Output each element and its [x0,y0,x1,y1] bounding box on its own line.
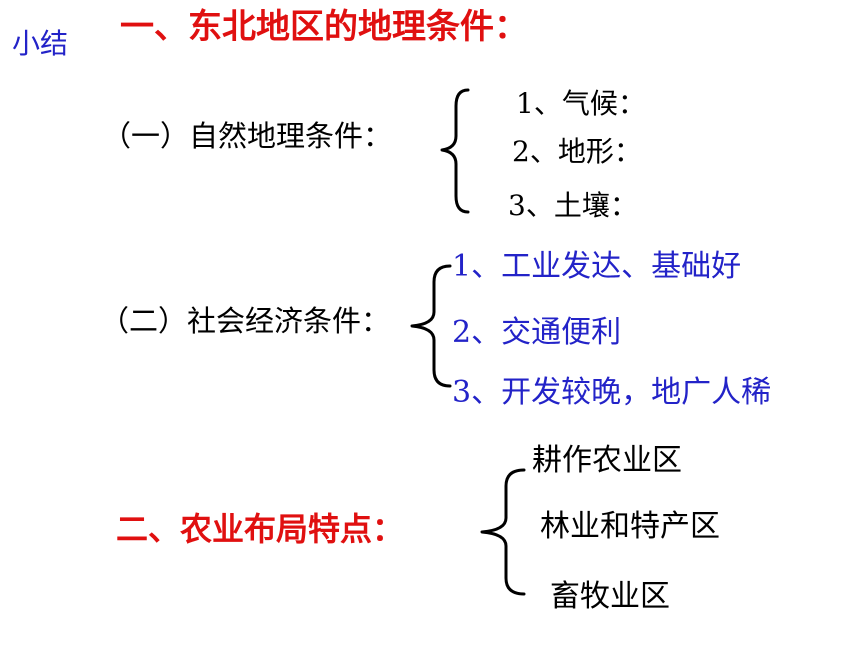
agri-item-forestry: 林业和特产区 [540,509,720,544]
summary-label: 小结 [12,27,69,60]
natural-item-climate: 1、气候： [516,87,646,120]
agri-brace [480,468,526,596]
natural-brace [440,88,470,214]
agri-item-livestock: 畜牧业区 [550,579,670,614]
natural-item-terrain: 2、地形： [512,135,642,168]
section2-title: 二、农业布局特点： [116,510,405,548]
social-item-industry: 1、工业发达、基础好 [452,249,742,284]
agri-item-farming: 耕作农业区 [532,443,682,478]
natural-conditions-label: （一）自然地理条件： [102,119,393,153]
social-item-development: 3、开发较晚，地广人稀 [452,375,772,410]
natural-item-soil: 3、土壤： [508,189,638,222]
social-item-transport: 2、交通便利 [452,315,622,350]
social-brace [410,264,452,388]
section1-title: 一、东北地区的地理条件： [120,7,528,47]
social-conditions-label: （二）社会经济条件： [100,304,391,338]
